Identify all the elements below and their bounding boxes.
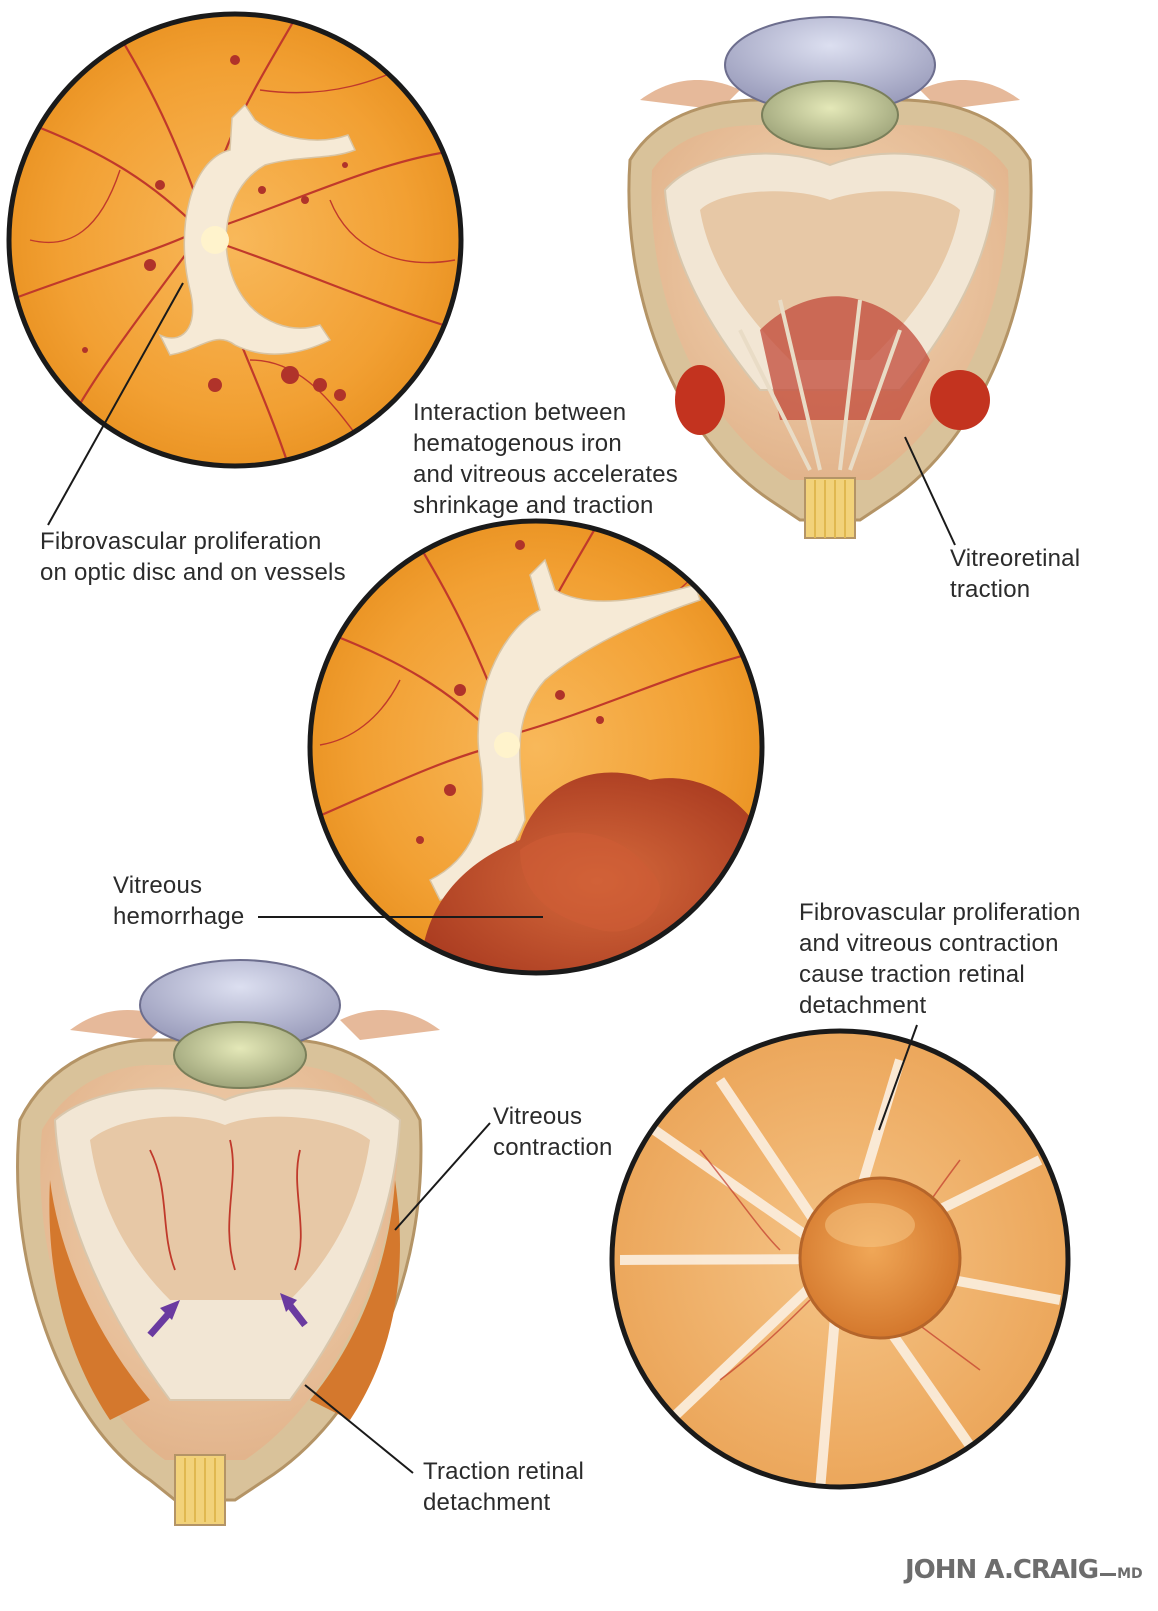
fundus-view-detachment [609, 1028, 1071, 1490]
traction-arrow-right [280, 1293, 308, 1328]
label-interaction: Interaction between hematogenous iron an… [413, 399, 678, 519]
traction-arrow-left [147, 1300, 180, 1338]
fundus-view-hemorrhage [307, 518, 765, 976]
label-traction-retinal-detachment: Traction retinal detachment [423, 1458, 585, 1516]
leader-fibrovascular-disc [47, 282, 184, 526]
leader-vitreous-contraction [394, 1122, 491, 1231]
eye-cross-section-detachment [16, 959, 440, 1526]
label-vitreous-hemorrhage: Vitreous hemorrhage [113, 872, 245, 930]
leader-vitreoretinal [904, 436, 956, 546]
leader-fibrovascular-contraction [878, 1024, 918, 1131]
fundus-view-proliferation [6, 11, 464, 469]
fibrovascular-tissue [82, 55, 357, 401]
label-fibrovascular-disc: Fibrovascular proliferation on optic dis… [40, 528, 346, 586]
eye-cross-section-traction [627, 16, 1033, 539]
leader-traction-detachment [304, 1384, 414, 1474]
leader-lines [47, 282, 956, 1474]
label-vitreous-contraction: Vitreous contraction [493, 1103, 613, 1161]
label-fibrovascular-contraction: Fibrovascular proliferation and vitreous… [799, 899, 1081, 1019]
label-vitreoretinal-traction: Vitreoretinal traction [950, 545, 1081, 603]
